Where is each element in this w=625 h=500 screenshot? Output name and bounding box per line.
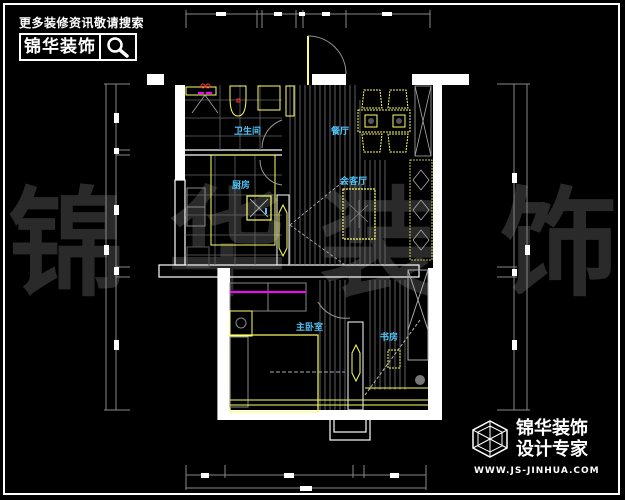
logo-line-1: 锦华装饰 bbox=[516, 418, 588, 439]
room-label-master-bedroom: 主卧室 bbox=[296, 323, 324, 333]
company-logo: 锦华装饰 设计专家 bbox=[470, 418, 588, 460]
closet-divider bbox=[347, 321, 364, 411]
kitchen-stove bbox=[186, 187, 210, 268]
cabinet-right bbox=[409, 85, 433, 261]
dining-table-set bbox=[357, 89, 411, 153]
coffee-table bbox=[342, 188, 376, 240]
entry-door bbox=[307, 35, 347, 85]
cube-logo-icon bbox=[472, 420, 508, 458]
watermark-char-4: 饰 bbox=[500, 174, 619, 313]
room-label-living: 会客厅 bbox=[340, 177, 368, 187]
logo-line-2: 设计专家 bbox=[516, 439, 588, 460]
search-button[interactable] bbox=[101, 35, 135, 59]
bathroom-tiles bbox=[185, 85, 282, 150]
header-tagline: 更多装修资讯敬请搜索 bbox=[19, 16, 145, 30]
logo-url: WWW.JS-JINHUA.COM bbox=[474, 466, 600, 476]
study-chair bbox=[387, 349, 401, 369]
bathroom-fixtures bbox=[185, 85, 295, 149]
kitchen-sink bbox=[246, 195, 272, 221]
room-label-study: 书房 bbox=[380, 333, 399, 343]
search-brand-text: 锦华装饰 bbox=[21, 35, 101, 59]
room-label-dining: 餐厅 bbox=[331, 127, 350, 137]
study-shelf bbox=[407, 269, 429, 361]
room-label-bathroom: 卫生间 bbox=[234, 127, 262, 137]
floor-stripes bbox=[289, 85, 406, 410]
search-icon bbox=[107, 37, 129, 58]
room-label-kitchen: 厨房 bbox=[232, 181, 251, 191]
kitchen-tiles bbox=[185, 155, 282, 265]
drawing-frame bbox=[3, 3, 620, 495]
brand-search-box[interactable]: 锦华装饰 bbox=[19, 33, 137, 61]
